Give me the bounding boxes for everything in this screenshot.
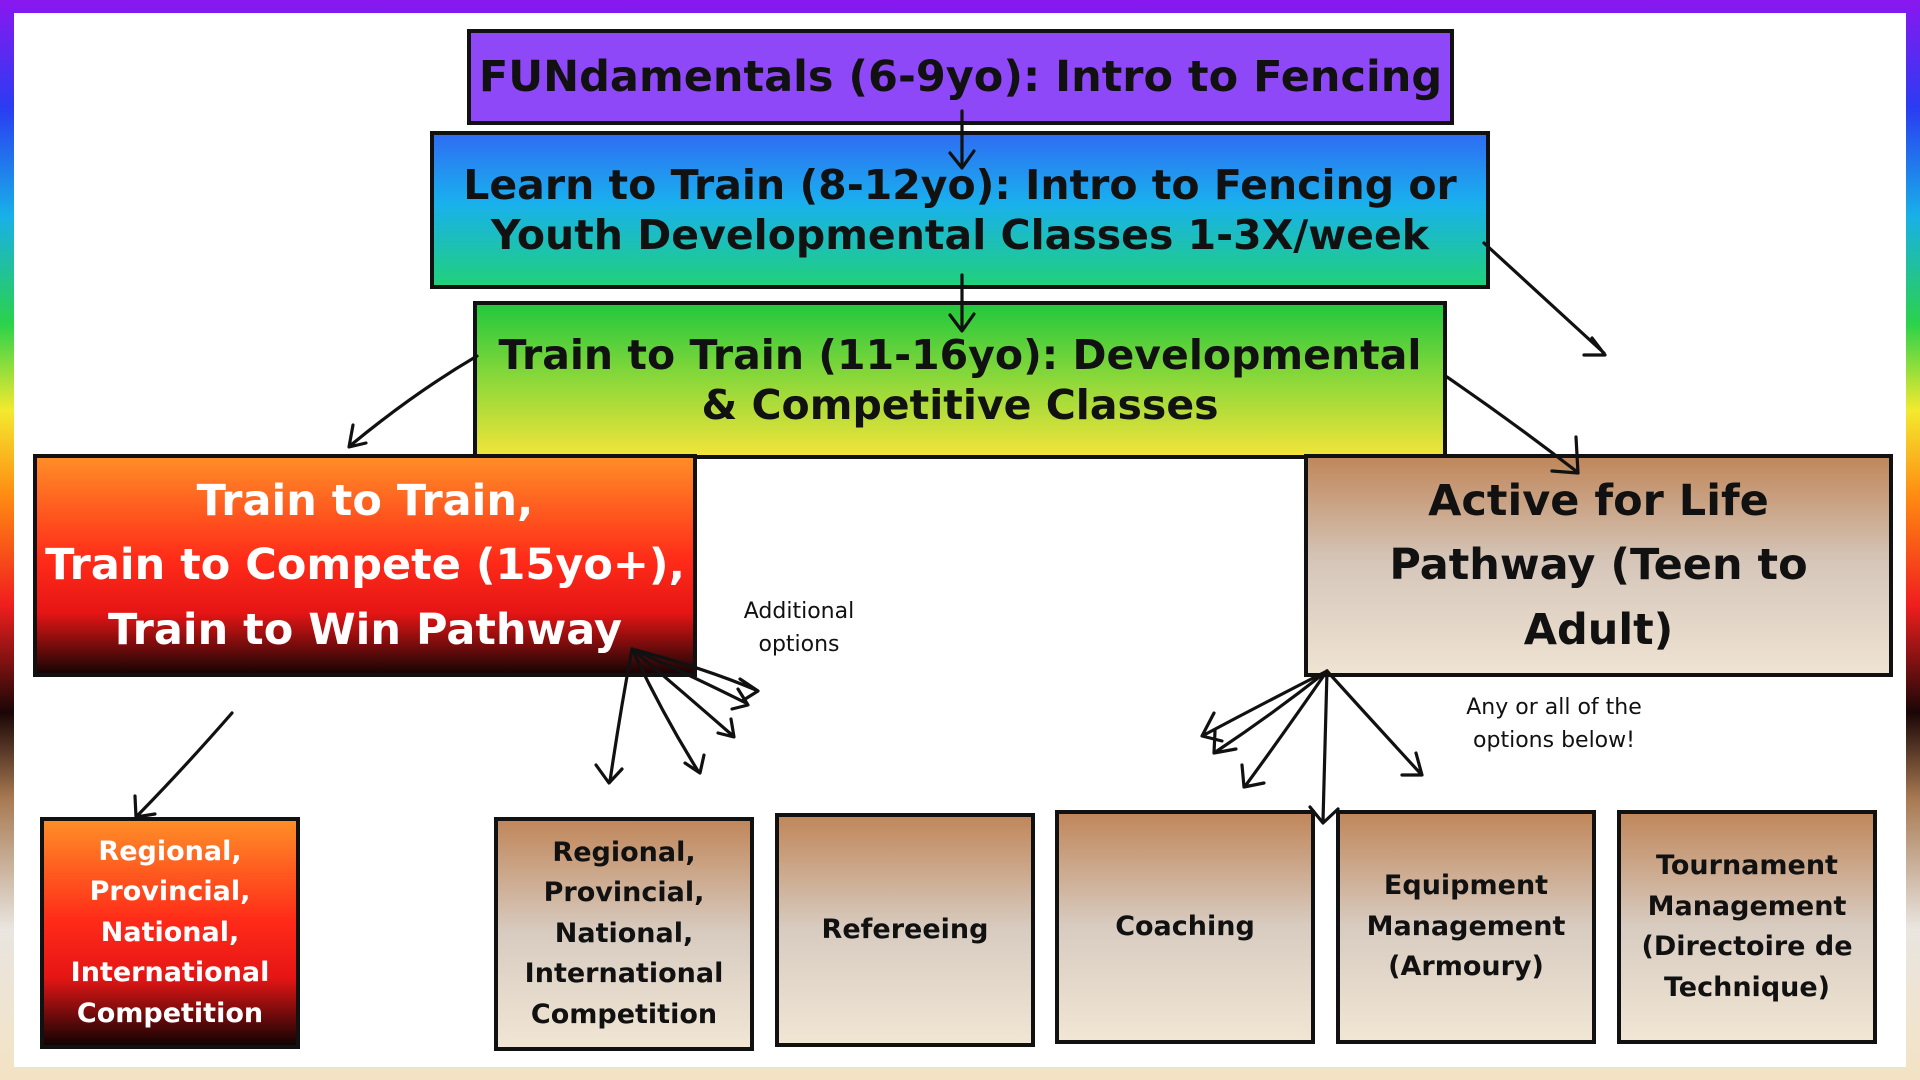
pathway-active-for-life-label: Active for Life Pathway (Teen to Adult) (1389, 475, 1808, 655)
arrow-fan-active-5 (1325, 669, 1424, 777)
pathway-compete-label: Train to Train, Train to Compete (15yo+)… (45, 475, 685, 655)
outcome-competition-additional: Regional, Provincial, National, Internat… (494, 817, 754, 1051)
pathway-compete: Train to Train, Train to Compete (15yo+)… (33, 454, 697, 677)
arrow-t2t-to-compete (347, 354, 479, 449)
stage-fundamentals: FUNdamentals (6-9yo): Intro to Fencing (467, 29, 1454, 125)
outcome-tournament-management-label: Tournament Management (Directoire de Tec… (1641, 850, 1853, 1003)
arrow-fan-active-3 (1240, 669, 1329, 789)
outcome-equipment-management-label: Equipment Management (Armoury) (1366, 870, 1566, 983)
outcome-competition-compete-label: Regional, Provincial, National, Internat… (70, 835, 270, 1029)
pathway-active-for-life: Active for Life Pathway (Teen to Adult) (1304, 454, 1893, 677)
outcome-refereeing-label: Refereeing (821, 913, 989, 945)
outcome-coaching: Coaching (1055, 810, 1315, 1044)
stage-train-to-train: Train to Train (11-16yo): Developmental … (473, 301, 1447, 459)
outcome-coaching-label: Coaching (1115, 910, 1255, 942)
outcome-equipment-management: Equipment Management (Armoury) (1336, 810, 1596, 1044)
arrow-fan-active-2 (1212, 669, 1329, 755)
stage-learn-to-train-label: Learn to Train (8-12yo): Intro to Fencin… (463, 160, 1457, 259)
outcome-competition-additional-label: Regional, Provincial, National, Internat… (524, 836, 724, 1030)
diagram-canvas: FUNdamentals (6-9yo): Intro to Fencing L… (14, 13, 1906, 1067)
outcome-tournament-management: Tournament Management (Directoire de Tec… (1617, 810, 1877, 1044)
note-any-or-all: Any or all of the options below! (1466, 695, 1642, 753)
arrow-compete-to-competition (133, 711, 234, 819)
stage-fundamentals-label: FUNdamentals (6-9yo): Intro to Fencing (478, 51, 1443, 102)
arrow-fan-active-4 (1308, 669, 1340, 825)
arrow-fan-active-1 (1200, 669, 1329, 743)
outcome-refereeing: Refereeing (775, 813, 1035, 1047)
note-additional-options: Additional options (743, 599, 855, 657)
stage-learn-to-train: Learn to Train (8-12yo): Intro to Fencin… (430, 131, 1490, 289)
stage-train-to-train-label: Train to Train (11-16yo): Developmental … (498, 330, 1422, 429)
outcome-competition-compete: Regional, Provincial, National, Internat… (40, 817, 300, 1049)
arrow-learn-to-active (1482, 241, 1607, 357)
